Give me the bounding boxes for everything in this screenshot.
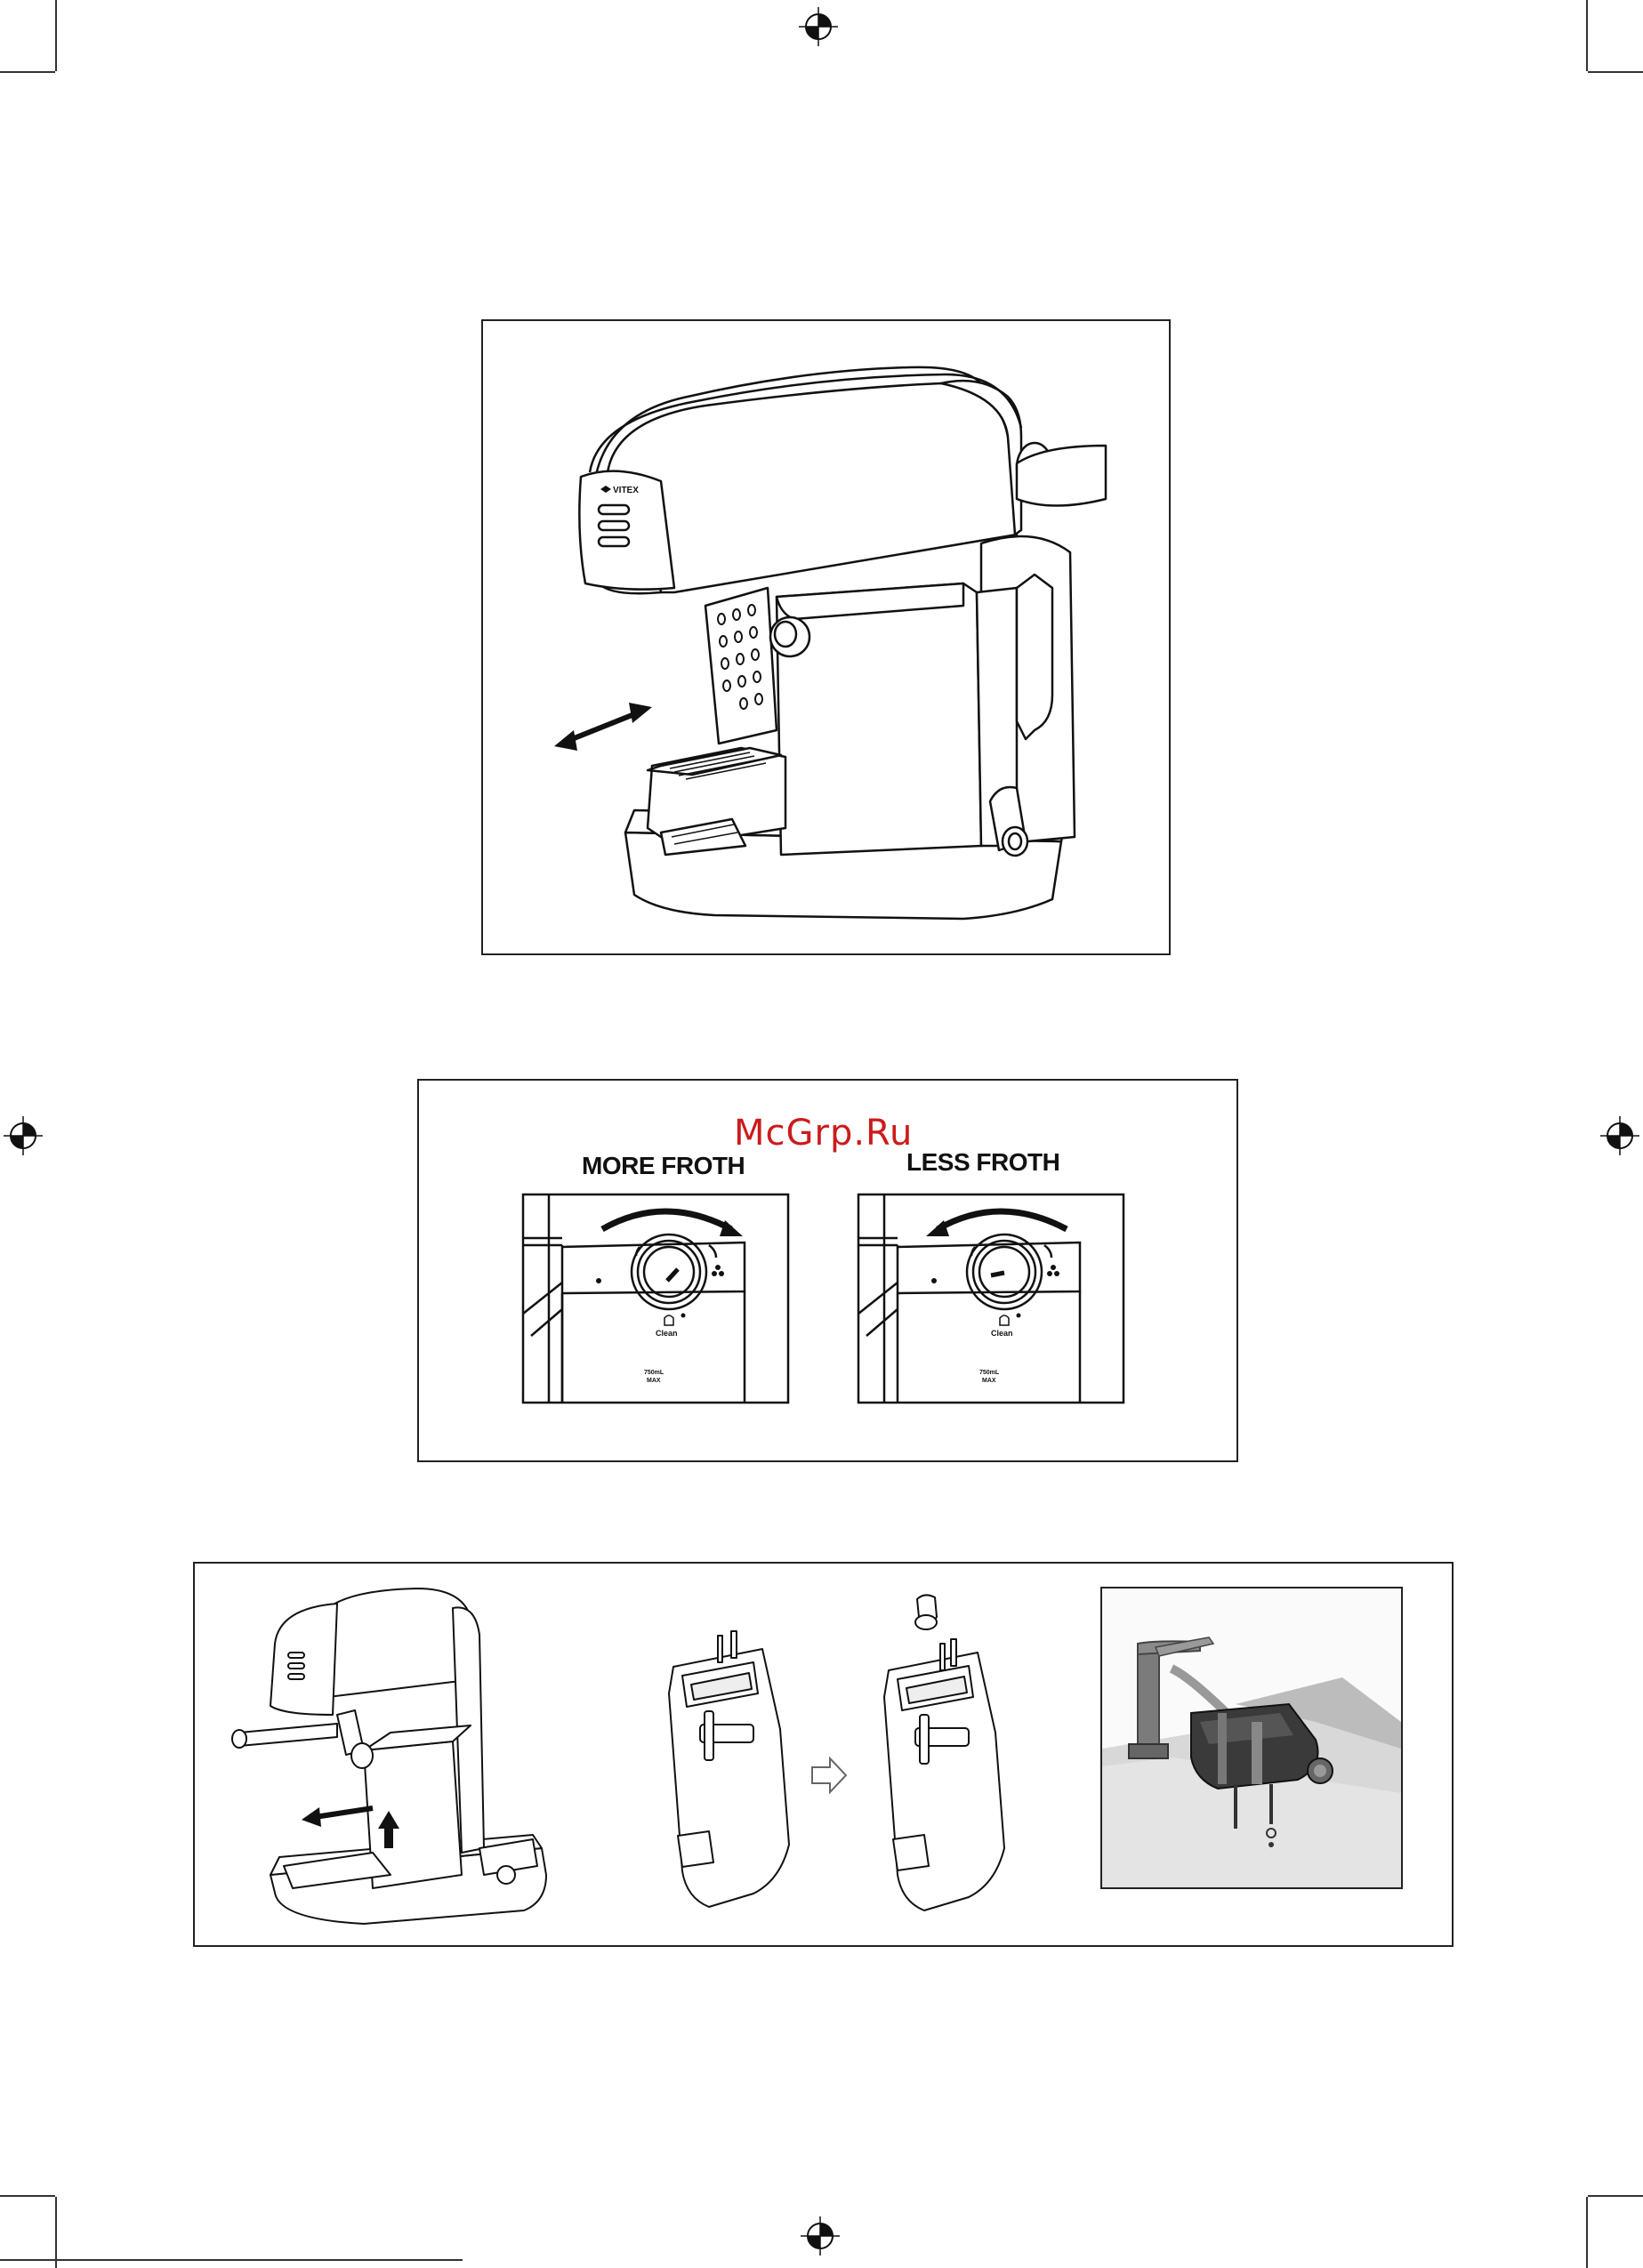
figure-tank-removal xyxy=(193,1562,1454,1947)
crop-mark xyxy=(55,2197,57,2268)
more-froth-title: MORE FROTH xyxy=(582,1152,745,1180)
coffee-machine-illustration: VITEX xyxy=(483,321,1172,957)
registration-mark-icon xyxy=(4,1116,43,1155)
crop-mark xyxy=(1588,71,1643,73)
arrow-left-icon xyxy=(302,1807,373,1827)
tank-removal-illustration xyxy=(230,1581,568,1928)
less-froth-title: LESS FROTH xyxy=(906,1148,1059,1177)
crop-mark xyxy=(1586,2197,1588,2268)
max-label: MAX xyxy=(982,1378,996,1384)
clean-label: Clean xyxy=(991,1329,1013,1338)
registration-mark-icon xyxy=(799,7,838,46)
bottom-rule xyxy=(0,2259,463,2261)
filling-tank-photo xyxy=(1100,1587,1403,1889)
watermark: McGrp.Ru xyxy=(734,1113,913,1154)
tank-open-illustration xyxy=(871,1590,1022,1910)
max-label: MAX xyxy=(647,1378,661,1384)
registration-mark-icon xyxy=(801,2216,840,2256)
figure-froth-control: McGrp.Ru MORE FROTH LESS FROTH Clean 750… xyxy=(417,1079,1238,1462)
more-froth-panel: Clean 750mL MAX xyxy=(522,1194,789,1403)
clean-label: Clean xyxy=(656,1329,678,1338)
crop-mark xyxy=(55,0,57,71)
crop-mark xyxy=(0,71,55,73)
tank-closed-illustration xyxy=(664,1640,798,1907)
registration-mark-icon xyxy=(1600,1116,1639,1155)
brand-label: VITEX xyxy=(613,486,639,495)
arrow-right-icon xyxy=(809,1755,850,1796)
less-froth-panel: Clean 750mL MAX xyxy=(858,1194,1124,1403)
crop-mark xyxy=(0,2195,55,2197)
crop-mark xyxy=(1586,0,1588,71)
capacity-label: 750mL xyxy=(979,1370,1000,1376)
figure-drip-tray: VITEX xyxy=(481,319,1171,955)
crop-mark xyxy=(1588,2195,1643,2197)
double-arrow-icon xyxy=(554,703,652,751)
capacity-label: 750mL xyxy=(644,1370,664,1376)
